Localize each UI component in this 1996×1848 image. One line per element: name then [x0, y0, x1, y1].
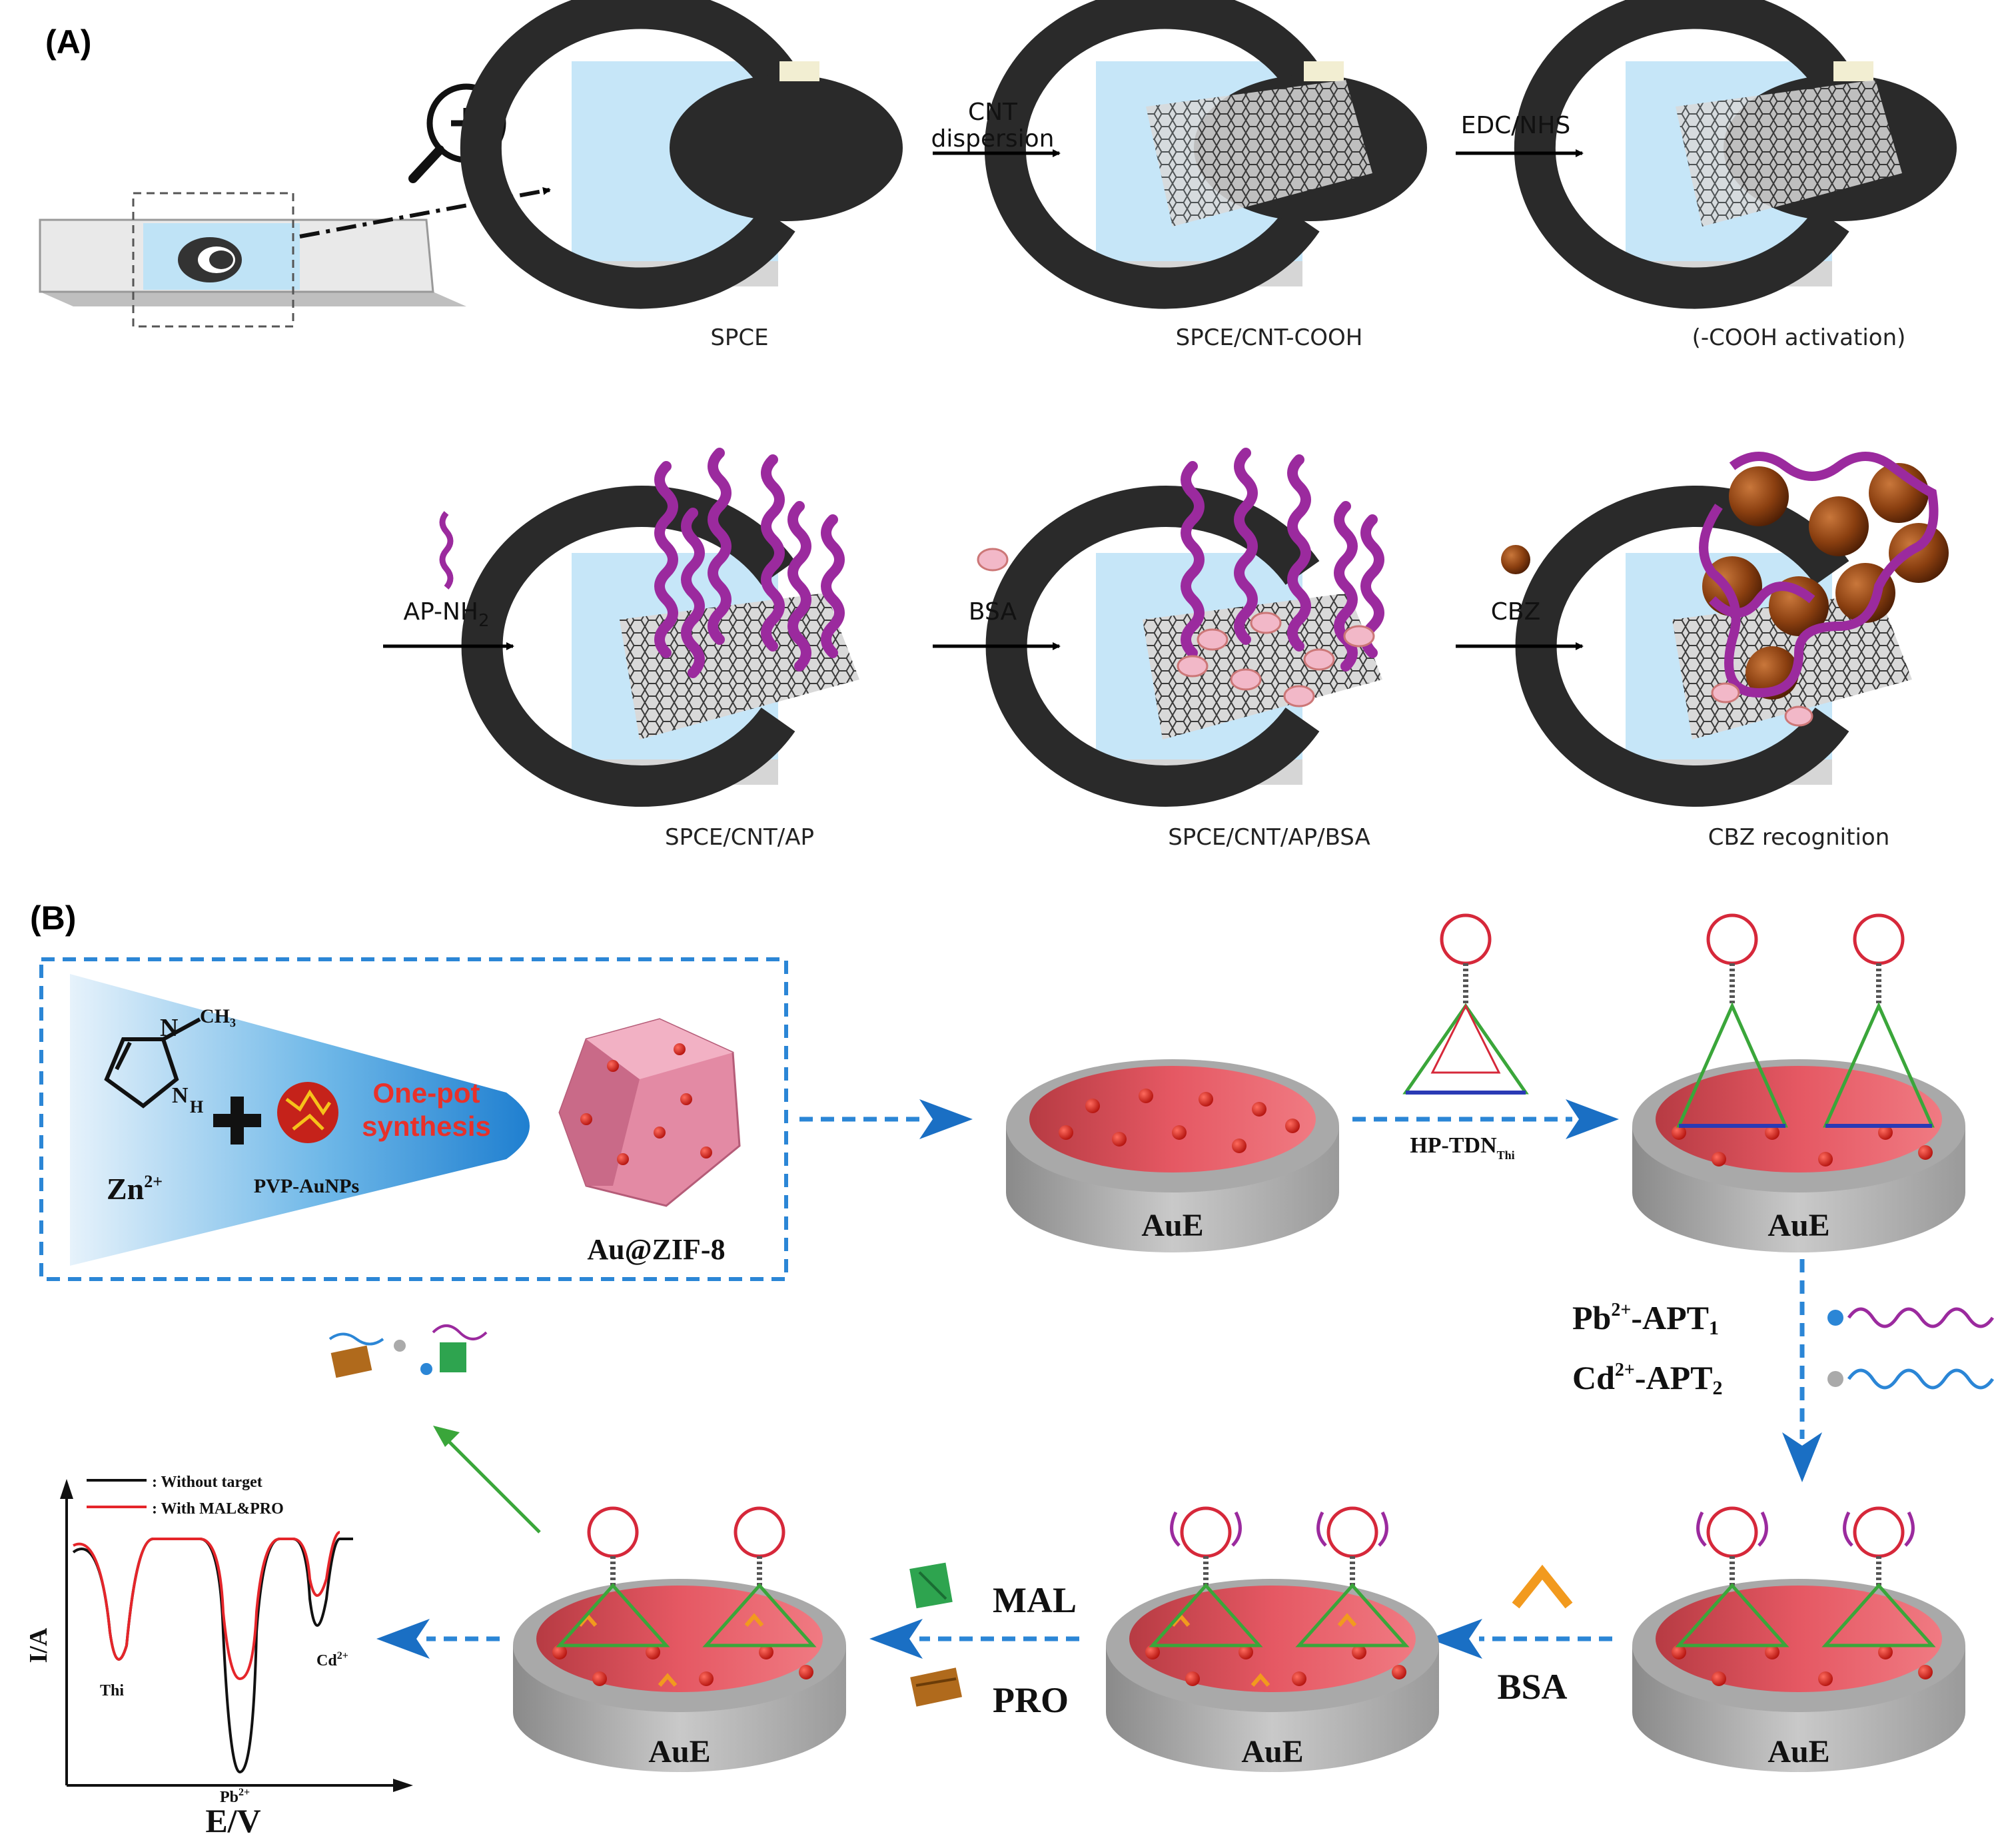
released-complexes-icon: [328, 1324, 488, 1378]
caption-spce: SPCE: [710, 324, 768, 351]
imidazole-n2: N: [172, 1083, 189, 1108]
spce-strip: [39, 192, 466, 328]
dash-arrow-5-head: [869, 1619, 923, 1659]
pvp-label: PVP-AuNPs: [254, 1175, 359, 1197]
one-pot-line2: synthesis: [362, 1111, 491, 1142]
step-cnt-line2: dispersion: [931, 125, 1054, 153]
y-axis-label: I/A: [25, 1627, 53, 1663]
aptamer-icon: [439, 511, 454, 590]
electrode-spce: [460, 0, 903, 309]
cd-apt-label: Cd2+-APT2: [1572, 1359, 1723, 1399]
voltammogram: [60, 1479, 413, 1792]
pro-label: PRO: [993, 1680, 1069, 1720]
dash-arrow-3-head: [1782, 1432, 1822, 1482]
au-zif8-polyhedron: [558, 1018, 741, 1207]
aue-electrode-2: [1632, 913, 1965, 1252]
aue-label-5: AuE: [648, 1734, 710, 1769]
x-axis-label: E/V: [205, 1802, 260, 1839]
step-cbz: CBZ: [1491, 598, 1541, 626]
peak-pb-label: Pb2+: [220, 1787, 250, 1806]
caption-spce-cnt-ap: SPCE/CNT/AP: [665, 824, 814, 851]
aue-electrode-4: [1106, 1506, 1439, 1772]
imidazole-structure: [104, 1017, 201, 1109]
electrode-spce-cnt-ap: [461, 448, 859, 807]
curve-with-mal-pro: [73, 1531, 340, 1681]
release-arrow-head: [433, 1426, 460, 1447]
dash-arrow-6-head: [376, 1619, 430, 1659]
aue-electrode-5: [513, 1506, 846, 1772]
dash-arrow-2-head: [1566, 1099, 1619, 1139]
synthesis-box: [39, 957, 788, 1281]
imidazole-ch3: CH₃: [200, 1005, 236, 1027]
electrode-spce-cnt-cooh: [984, 0, 1427, 309]
imidazole-h: H: [190, 1097, 203, 1117]
pb-apt-label: Pb2+-APT1: [1572, 1299, 1719, 1339]
electrode-cbz-recognition: [1515, 452, 1949, 807]
step-cnt-line1: CNT: [968, 99, 1018, 126]
dash-arrow-4-head: [1429, 1619, 1482, 1659]
dash-arrow-1-head: [919, 1099, 973, 1139]
bsa-icon: [977, 548, 1009, 572]
step-ap: AP-NH2: [403, 598, 489, 631]
cbz-icon: [1501, 545, 1530, 574]
step-bsa: BSA: [969, 598, 1017, 626]
legend-without-target: : Without target: [152, 1474, 262, 1491]
au-zif8-label: Au@ZIF-8: [587, 1233, 725, 1266]
caption-spce-cnt-cooh: SPCE/CNT-COOH: [1176, 324, 1363, 351]
imidazole-n1: N: [160, 1014, 178, 1042]
hp-tdn-icon: [1402, 913, 1529, 1095]
pro-icon: [910, 1667, 963, 1707]
pvp-aunp-icon: [277, 1082, 338, 1143]
aue-label-2: AuE: [1767, 1208, 1829, 1243]
mal-icon: [909, 1562, 953, 1609]
aue-label-4: AuE: [1241, 1734, 1303, 1769]
panel-a-label: (A): [45, 23, 91, 61]
aue-electrode-1: [1006, 1059, 1339, 1252]
electrode-cooh-activation: [1514, 0, 1957, 309]
bsa-chevron-icon: [1512, 1564, 1573, 1609]
cd-aptamer-icon: [1827, 1368, 1995, 1390]
pb-aptamer-icon: [1827, 1307, 1995, 1328]
aue-label-3: AuE: [1767, 1734, 1829, 1769]
aue-label-1: AuE: [1141, 1208, 1203, 1243]
zoom-arrow: [299, 187, 551, 238]
mal-label: MAL: [993, 1580, 1077, 1620]
plus-icon: [213, 1097, 261, 1145]
caption-cooh-activation: (-COOH activation): [1692, 324, 1906, 351]
electrode-spce-cnt-ap-bsa: [985, 448, 1384, 807]
one-pot-line1: One-pot: [373, 1077, 480, 1109]
peak-cd-label: Cd2+: [316, 1650, 348, 1669]
release-arrow: [438, 1431, 541, 1534]
zn-label: Zn2+: [107, 1172, 163, 1206]
hp-tdn-label: HP-TDNThi: [1410, 1133, 1514, 1162]
caption-spce-cnt-ap-bsa: SPCE/CNT/AP/BSA: [1168, 824, 1370, 851]
caption-cbz-recognition: CBZ recognition: [1708, 824, 1890, 851]
aue-electrode-3: [1632, 1506, 1965, 1772]
bsa-label: BSA: [1497, 1667, 1567, 1707]
panel-b-label: (B): [30, 899, 76, 937]
step-edc: EDC/NHS: [1461, 112, 1571, 139]
peak-thi-label: Thi: [100, 1682, 124, 1699]
legend-with-mal-pro: : With MAL&PRO: [152, 1500, 284, 1518]
